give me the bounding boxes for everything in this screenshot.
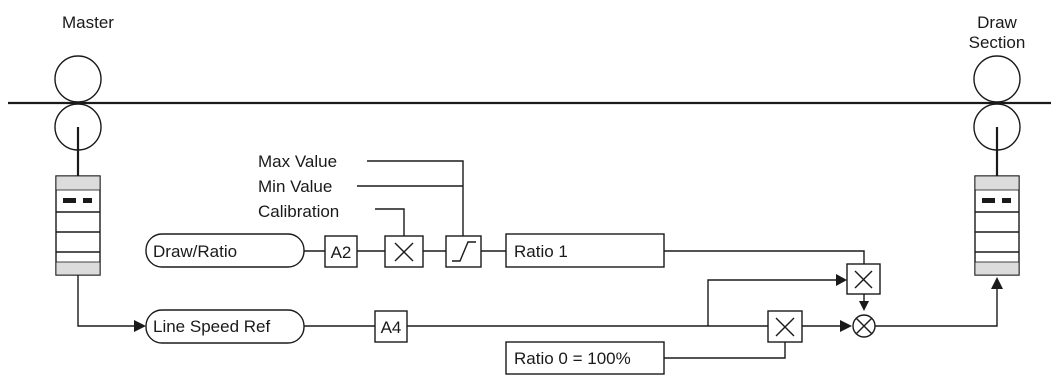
calibration-multiplier-icon bbox=[384, 235, 424, 268]
ratio1-block bbox=[505, 233, 665, 268]
max-value-label: Max Value bbox=[258, 152, 337, 171]
arrow-into-ratio-multiplier bbox=[836, 274, 847, 286]
arrow-into-junction-top bbox=[859, 301, 869, 311]
master-top-roller-icon bbox=[54, 55, 102, 103]
draw-section-drive-icon bbox=[974, 175, 1020, 276]
ramp-limiter-icon bbox=[445, 235, 482, 268]
calibration-line bbox=[375, 208, 405, 236]
arrow-into-draw-drive bbox=[991, 277, 1003, 289]
draw-section-label-line1: Draw bbox=[977, 13, 1017, 32]
summing-junction-icon bbox=[852, 314, 876, 338]
ratio0-block bbox=[505, 341, 665, 375]
a2-label: A2 bbox=[331, 243, 352, 262]
junction-to-draw-drive bbox=[875, 288, 998, 327]
draw-top-roller-icon bbox=[973, 55, 1021, 103]
draw-section-label-line2: Section bbox=[969, 33, 1026, 52]
line-speed-ref-label: Line Speed Ref bbox=[153, 317, 270, 336]
max-value-line bbox=[367, 160, 464, 251]
min-value-label: Min Value bbox=[258, 177, 332, 196]
master-label: Master bbox=[62, 13, 114, 32]
ratio0-multiplier-icon bbox=[767, 310, 803, 343]
arrow-into-line-speed bbox=[134, 320, 146, 332]
ratio1-to-multiplier bbox=[664, 250, 865, 264]
a4-label: A4 bbox=[381, 318, 402, 337]
ratio1-label: Ratio 1 bbox=[514, 242, 568, 261]
ratio0-label: Ratio 0 = 100% bbox=[514, 349, 631, 368]
arrow-into-junction-left bbox=[840, 320, 852, 332]
draw-ratio-label: Draw/Ratio bbox=[153, 242, 237, 261]
master-drive-icon bbox=[55, 175, 101, 276]
a4-branch-wire bbox=[707, 279, 838, 326]
ratio-multiplier-icon bbox=[846, 263, 881, 295]
master-to-line-speed-wire bbox=[77, 275, 136, 327]
ratio0-to-multiplier bbox=[664, 342, 786, 359]
calibration-label: Calibration bbox=[258, 202, 339, 221]
